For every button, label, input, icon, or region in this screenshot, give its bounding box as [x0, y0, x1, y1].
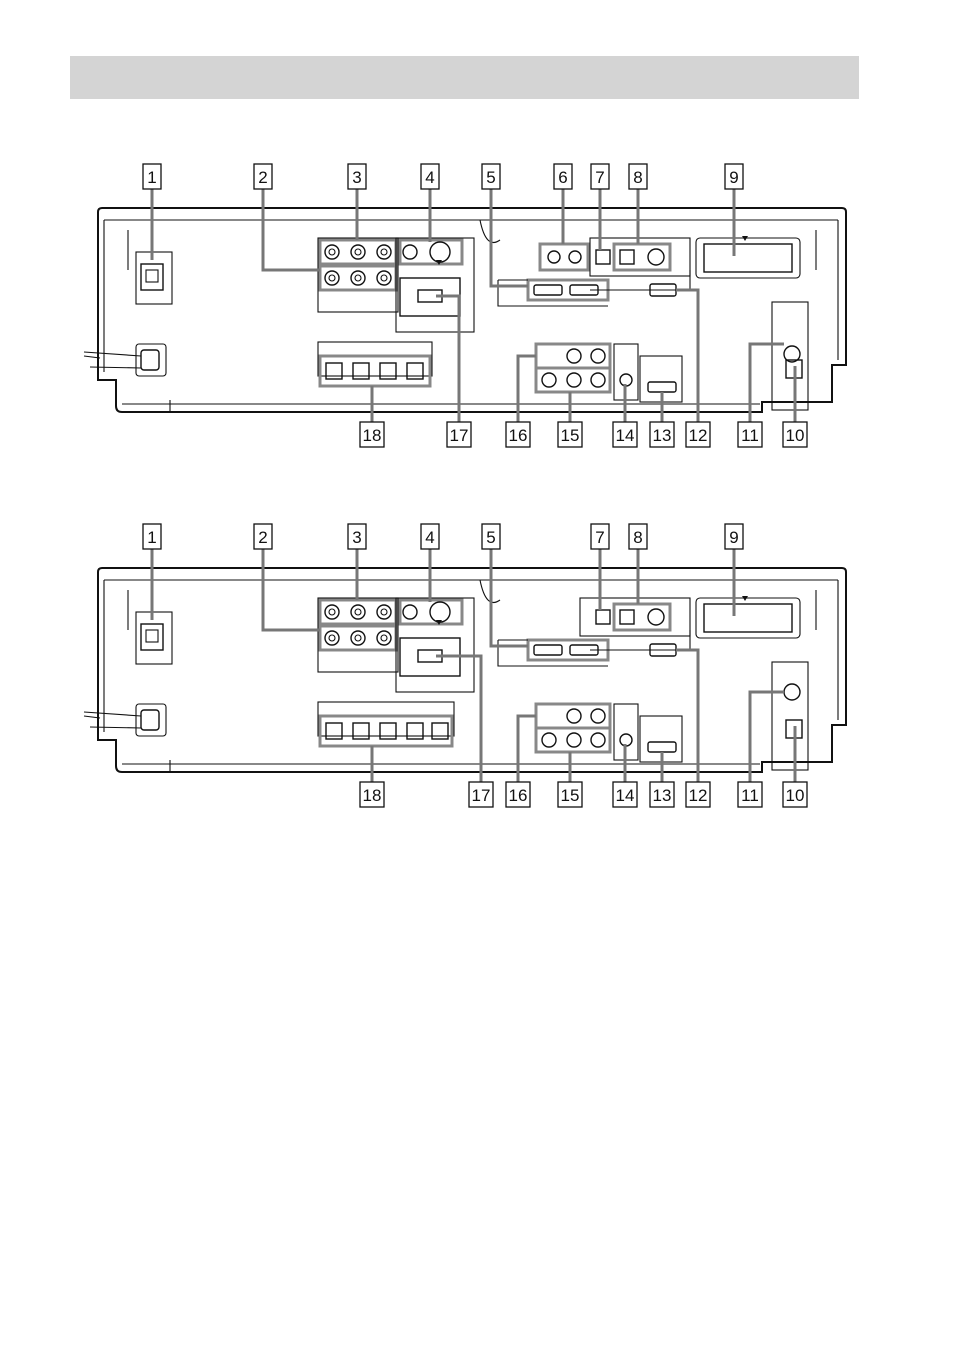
svg-text:3: 3 [352, 168, 361, 187]
callout-17: 17 [469, 782, 493, 807]
speaker-jacks [318, 342, 432, 386]
callout-14: 14 [613, 782, 637, 807]
callout-7: 7 [591, 164, 609, 189]
svg-text:3: 3 [352, 528, 361, 547]
callout-16: 16 [506, 782, 530, 807]
component-video-jacks [318, 238, 398, 312]
dock-connector [696, 236, 800, 278]
callout-2: 2 [254, 524, 272, 549]
rear-panel-diagram-bottom: 1 2 3 4 5 7 8 9 18 17 16 15 14 13 12 11 … [0, 520, 954, 820]
svg-text:13: 13 [653, 426, 672, 445]
callout-15: 15 [558, 782, 582, 807]
svg-text:11: 11 [741, 426, 759, 445]
callout-12: 12 [686, 782, 710, 807]
video-s-video-usb [396, 598, 474, 692]
callout-16: 16 [506, 422, 530, 447]
svg-text:10: 10 [786, 426, 805, 445]
svg-text:10: 10 [786, 786, 805, 805]
callout-18: 18 [360, 422, 384, 447]
svg-text:14: 14 [616, 426, 635, 445]
video-s-video-usb [396, 238, 474, 332]
svg-text:5: 5 [486, 168, 495, 187]
callout-6: 6 [554, 164, 572, 189]
svg-text:12: 12 [689, 426, 708, 445]
callout-8: 8 [629, 524, 647, 549]
svg-text:15: 15 [561, 786, 580, 805]
callout-10: 10 [783, 782, 807, 807]
callout-3: 3 [348, 524, 366, 549]
svg-text:12: 12 [689, 786, 708, 805]
svg-text:6: 6 [558, 168, 567, 187]
callout-5: 5 [482, 524, 500, 549]
callout-13: 13 [650, 782, 674, 807]
svg-text:4: 4 [425, 528, 434, 547]
callout-9: 9 [725, 164, 743, 189]
callout-4: 4 [421, 164, 439, 189]
svg-text:17: 17 [450, 426, 469, 445]
svg-text:4: 4 [425, 168, 434, 187]
svg-text:16: 16 [509, 786, 528, 805]
svg-text:11: 11 [741, 786, 759, 805]
callout-12: 12 [686, 422, 710, 447]
component-video-jacks [318, 598, 398, 672]
svg-text:18: 18 [363, 786, 382, 805]
callout-9: 9 [725, 524, 743, 549]
antenna-terminals [772, 662, 808, 770]
audio-input-jacks [540, 244, 588, 270]
svg-text:17: 17 [472, 786, 491, 805]
callout-2: 2 [254, 164, 272, 189]
svg-text:9: 9 [729, 168, 738, 187]
callout-5: 5 [482, 164, 500, 189]
header-bar [70, 56, 859, 99]
svg-text:18: 18 [363, 426, 382, 445]
svg-text:16: 16 [509, 426, 528, 445]
callout-1: 1 [143, 164, 161, 189]
callout-1: 1 [143, 524, 161, 549]
callout-18: 18 [360, 782, 384, 807]
svg-text:8: 8 [633, 528, 642, 547]
dock-connector [696, 596, 800, 638]
audio-in-jacks-lower [536, 344, 610, 392]
svg-text:2: 2 [258, 528, 267, 547]
callout-15: 15 [558, 422, 582, 447]
callout-14: 14 [613, 422, 637, 447]
callout-13: 13 [650, 422, 674, 447]
callout-17: 17 [447, 422, 471, 447]
svg-text:7: 7 [595, 528, 604, 547]
power-cord [84, 344, 166, 376]
hdmi-input-ports [498, 640, 608, 666]
callout-8: 8 [629, 164, 647, 189]
svg-text:13: 13 [653, 786, 672, 805]
callout-7: 7 [591, 524, 609, 549]
svg-text:7: 7 [595, 168, 604, 187]
svg-text:2: 2 [258, 168, 267, 187]
svg-text:15: 15 [561, 426, 580, 445]
power-cord [84, 704, 166, 736]
digital-audio-inputs [590, 238, 690, 290]
callout-10: 10 [783, 422, 807, 447]
callout-11: 11 [738, 422, 762, 447]
svg-text:9: 9 [729, 528, 738, 547]
callout-3: 3 [348, 164, 366, 189]
svg-text:5: 5 [486, 528, 495, 547]
lan-port [136, 612, 172, 664]
rear-panel-diagram-top: 1 2 3 4 5 6 7 8 9 18 17 16 15 14 13 12 1… [0, 160, 954, 460]
svg-text:14: 14 [616, 786, 635, 805]
hdmi-input-ports [498, 280, 608, 306]
lan-port [136, 252, 172, 304]
callout-11: 11 [738, 782, 762, 807]
callout-4: 4 [421, 524, 439, 549]
svg-text:8: 8 [633, 168, 642, 187]
speaker-jacks [318, 702, 454, 746]
svg-text:1: 1 [147, 528, 156, 547]
digital-audio-inputs [580, 598, 690, 650]
antenna-terminals [772, 302, 808, 410]
audio-in-jacks-lower [536, 704, 610, 752]
svg-text:1: 1 [147, 168, 156, 187]
